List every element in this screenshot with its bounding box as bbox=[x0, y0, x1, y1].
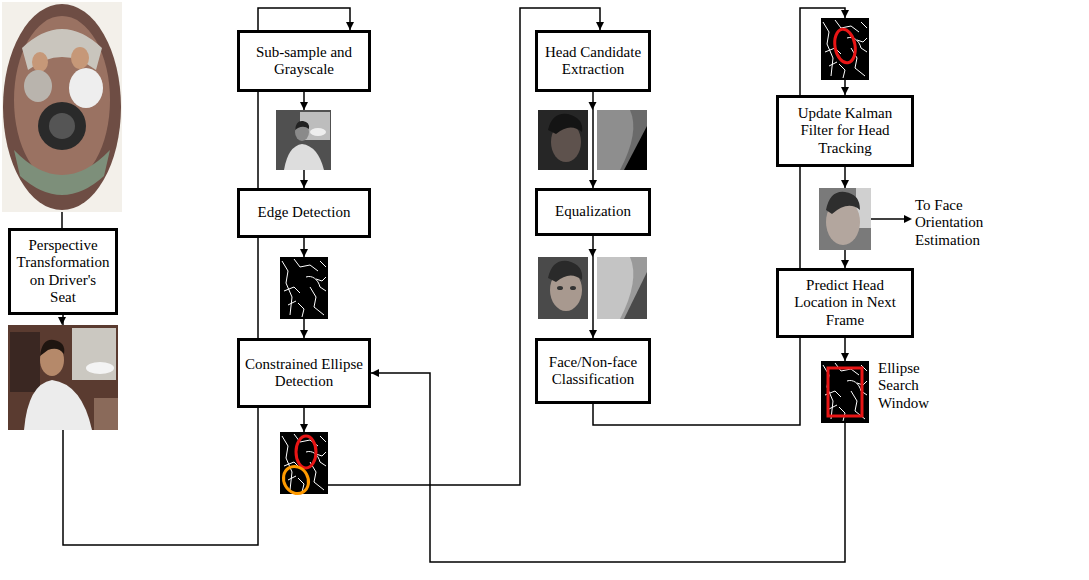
drawing-part bbox=[86, 362, 114, 374]
box-text: Predict Head Location in Next Frame bbox=[784, 277, 906, 329]
nonface-crop-equalized bbox=[597, 257, 647, 319]
drawing-part bbox=[597, 110, 633, 170]
drawing-part bbox=[841, 10, 849, 18]
drawing-part bbox=[819, 188, 871, 250]
fisheye-image bbox=[2, 2, 122, 212]
driver-image bbox=[8, 325, 118, 430]
drawing-part bbox=[38, 102, 86, 150]
drawing-part bbox=[589, 102, 597, 110]
drawing-part bbox=[841, 353, 849, 361]
drawing-part bbox=[548, 114, 582, 134]
head-ellipse bbox=[296, 436, 316, 468]
face-crop-equalized bbox=[538, 257, 588, 319]
box-text: Edge Detection bbox=[258, 204, 351, 221]
leader-line bbox=[871, 218, 904, 220]
box-text: Face/Non-face Classification bbox=[543, 354, 643, 389]
box-text: Update Kalman Filter for Head Tracking bbox=[784, 105, 906, 157]
process-box: Predict Head Location in Next Frame bbox=[776, 268, 914, 338]
drawing-part bbox=[589, 249, 597, 257]
arrowheads bbox=[58, 10, 912, 432]
drawing-part bbox=[548, 261, 582, 282]
drawing-part bbox=[94, 398, 118, 430]
drawing-part bbox=[14, 150, 110, 195]
box-text: Head Candidate Extraction bbox=[543, 44, 643, 79]
drawing-part bbox=[570, 286, 576, 290]
drawing-part bbox=[49, 113, 75, 139]
tracked-face bbox=[819, 188, 871, 250]
drawing-part bbox=[2, 2, 122, 212]
drawing-part bbox=[10, 332, 40, 392]
process-box: Face/Non-face Classification bbox=[535, 338, 651, 404]
drawing-part bbox=[597, 110, 647, 170]
drawing-part bbox=[624, 126, 647, 170]
annotation-label: Ellipse Search Window bbox=[878, 360, 940, 412]
flow-arrow bbox=[371, 338, 845, 562]
drawing-part bbox=[284, 144, 324, 170]
grayscale-image bbox=[276, 110, 331, 170]
drawing-part bbox=[624, 272, 647, 319]
head-ellipse bbox=[832, 28, 858, 65]
face-crop bbox=[538, 110, 588, 170]
drawing-part bbox=[841, 180, 849, 188]
process-box: Perspective Transformation on Driver's S… bbox=[8, 228, 118, 315]
process-box: Head Candidate Extraction bbox=[535, 30, 651, 92]
drawing-part bbox=[58, 317, 66, 325]
drawing-part bbox=[8, 325, 118, 430]
drawing-part bbox=[597, 257, 647, 319]
drawing-part bbox=[69, 68, 103, 108]
leader-line bbox=[61, 212, 63, 228]
annotation-label: To Face Orientation Estimation bbox=[915, 197, 1019, 249]
edge-image bbox=[821, 361, 869, 423]
box-text: Equalization bbox=[555, 203, 631, 220]
box-text: Perspective Transformation on Driver's S… bbox=[16, 237, 110, 306]
drawing-part bbox=[276, 110, 331, 170]
process-box: Edge Detection bbox=[237, 188, 371, 238]
drawing-part bbox=[72, 328, 116, 380]
process-box: Sub-sample and Grayscale bbox=[237, 30, 371, 92]
drawing-part bbox=[3, 4, 121, 210]
nonface-crop bbox=[597, 110, 647, 170]
drawing-part bbox=[904, 215, 912, 223]
edge-image bbox=[280, 257, 328, 319]
drawing-part bbox=[40, 340, 64, 356]
box-text: Sub-sample and Grayscale bbox=[245, 44, 363, 79]
drawing-part bbox=[71, 47, 89, 69]
box-text: Constrained Ellipse Detection bbox=[245, 356, 363, 391]
process-box: Equalization bbox=[535, 188, 651, 236]
candidate-ellipse bbox=[279, 462, 314, 498]
drawing-part bbox=[14, 16, 110, 184]
drawing-part bbox=[24, 70, 52, 102]
drawing-part bbox=[557, 286, 563, 290]
process-box: Constrained Ellipse Detection bbox=[237, 338, 371, 408]
drawing-part bbox=[300, 102, 308, 110]
drawing-part bbox=[32, 52, 48, 72]
edge-image bbox=[821, 18, 869, 80]
drawing-part bbox=[826, 192, 860, 214]
drawing-part bbox=[300, 424, 308, 432]
edge-image bbox=[280, 432, 328, 494]
drawing-part bbox=[538, 257, 588, 319]
drawing-part bbox=[538, 110, 588, 170]
process-box: Update Kalman Filter for Head Tracking bbox=[776, 95, 914, 167]
search-window bbox=[828, 368, 862, 416]
drawing-part bbox=[597, 257, 633, 319]
drawing-part bbox=[300, 249, 308, 257]
drawing-part bbox=[24, 380, 92, 430]
drawing-part bbox=[295, 121, 309, 130]
drawing-part bbox=[310, 128, 326, 136]
